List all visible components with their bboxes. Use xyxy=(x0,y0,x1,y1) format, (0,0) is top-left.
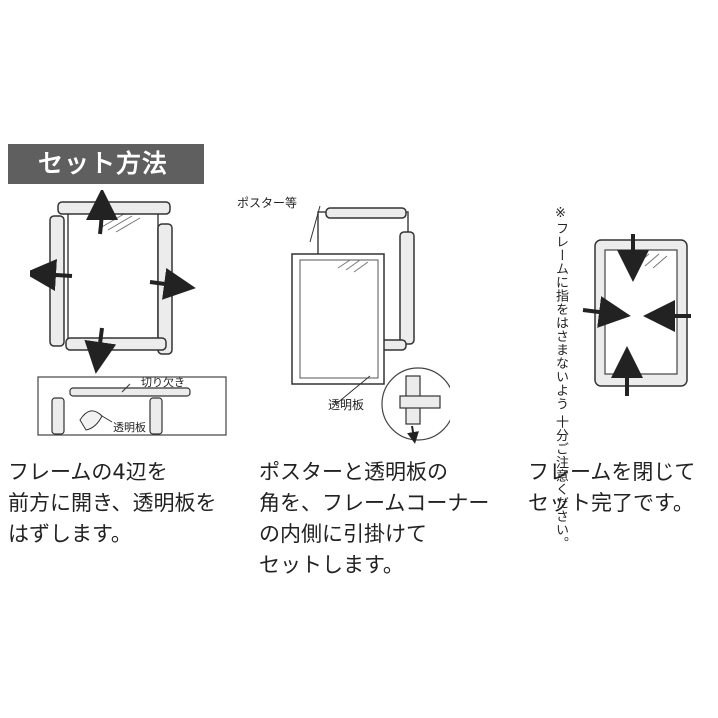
section-title: セット方法 xyxy=(8,144,204,184)
step1-frame-illustration xyxy=(30,190,227,436)
arrow-right-icon xyxy=(582,296,631,328)
detail-box xyxy=(37,376,227,436)
caution-note: ※フレームに指をはさまないよう 十分ご注意ください。 xyxy=(553,206,568,551)
step1-text: フレームの4辺を 前方に開き、透明板を はずします。 xyxy=(8,460,217,546)
step2-poster-illustration xyxy=(291,205,450,444)
bottom-rail xyxy=(65,337,167,351)
step2-text: ポスターと透明板の 角を、フレームコーナー の内側に引掛けて セットします。 xyxy=(259,460,490,577)
panel-label-1: 透明板 xyxy=(113,421,146,434)
arrow-left-icon xyxy=(30,259,73,291)
left-rail xyxy=(49,215,65,347)
poster-sheet xyxy=(291,253,385,385)
right-rail xyxy=(157,223,173,355)
notch-label: 切り欠き xyxy=(141,376,185,389)
arrow-right-icon xyxy=(149,268,196,300)
step3-closed-frame-illustration xyxy=(582,234,691,396)
poster-label: ポスター等 xyxy=(237,196,298,210)
panel-label-2: 透明板 xyxy=(328,398,365,412)
top-rail xyxy=(57,201,171,215)
step3-text: フレームを閉じて セット完了です。 xyxy=(528,460,696,515)
arrow-down-icon xyxy=(84,327,117,374)
arrow-up-icon xyxy=(85,190,118,235)
